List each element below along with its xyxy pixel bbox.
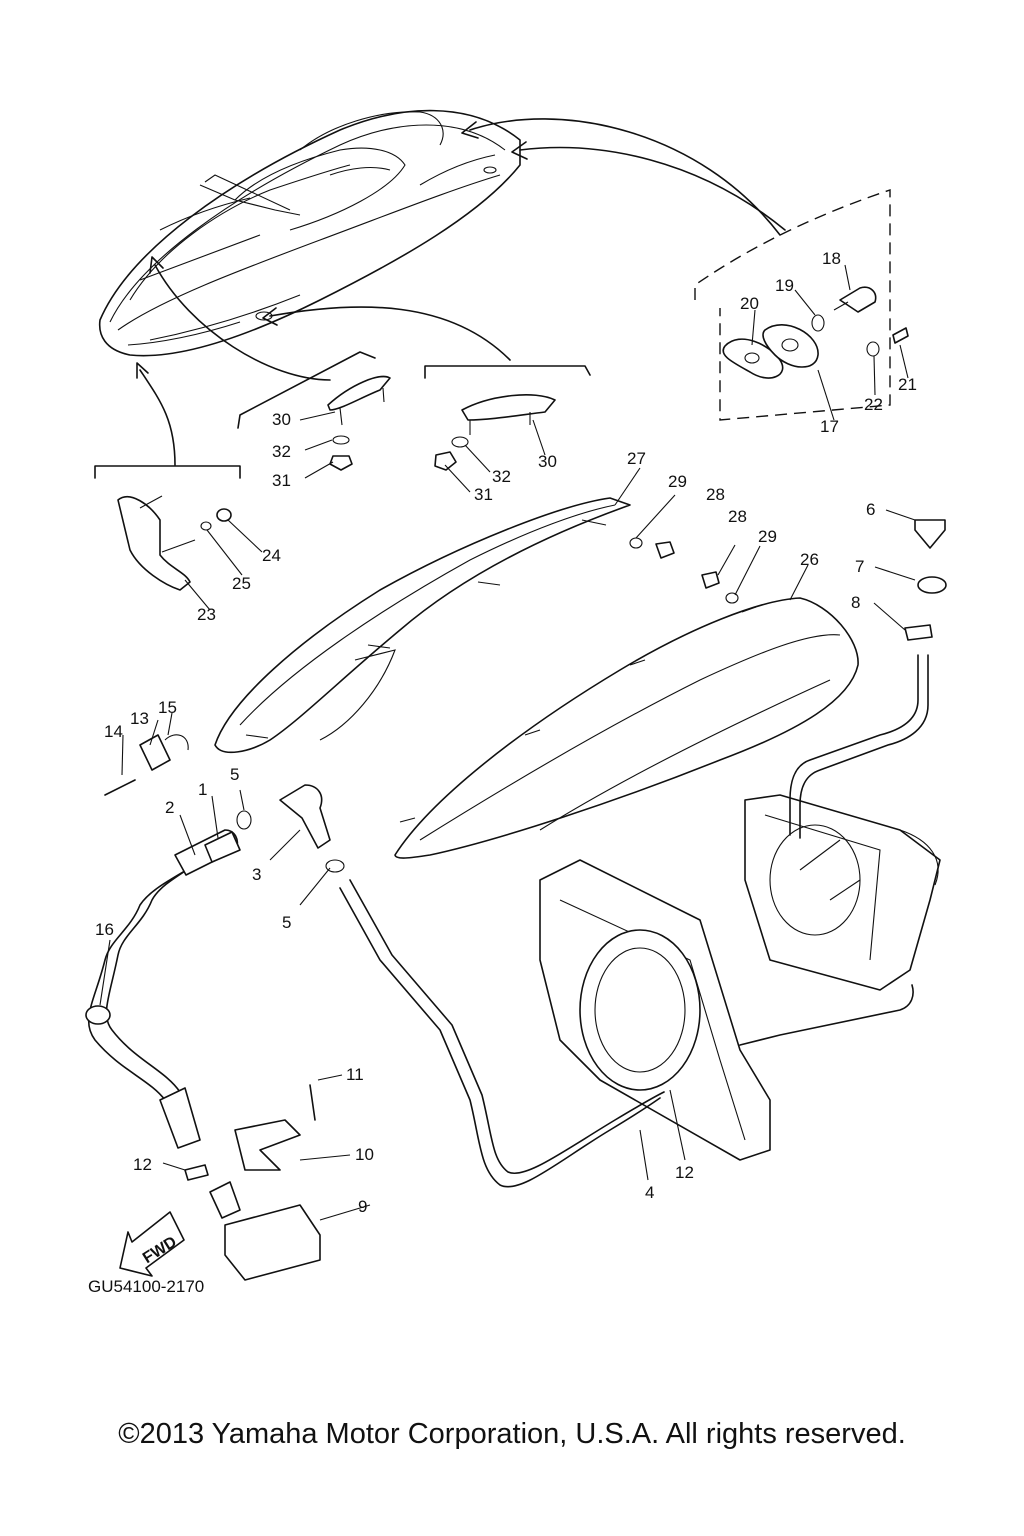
callout-31a: 31 — [272, 471, 291, 490]
callout-30a: 30 — [272, 410, 291, 429]
callout-13: 13 — [130, 709, 149, 728]
callout-4: 4 — [645, 1183, 654, 1202]
forward-direction-arrow: FWD — [119, 1211, 185, 1277]
callout-24: 24 — [262, 546, 281, 565]
callout-16: 16 — [95, 920, 114, 939]
small-parts — [85, 375, 947, 1281]
callout-15: 15 — [158, 698, 177, 717]
callout-11: 11 — [346, 1065, 364, 1084]
diagram-code: GU54100-2170 — [88, 1277, 204, 1296]
callout-9: 9 — [358, 1197, 367, 1216]
callout-12a: 12 — [133, 1155, 152, 1174]
hull-fairing-left — [214, 497, 631, 754]
callout-20: 20 — [740, 294, 759, 313]
callout-12b: 12 — [675, 1163, 694, 1182]
callout-21: 21 — [898, 375, 917, 394]
callout-6: 6 — [866, 500, 875, 519]
callout-5a: 5 — [230, 765, 239, 784]
exploded-parts-diagram: FWD 1 2 3 4 5 5 6 7 8 9 10 11 12 12 13 1… — [85, 109, 947, 1296]
callout-29a: 29 — [668, 472, 687, 491]
callout-7: 7 — [855, 557, 864, 576]
callout-1: 1 — [198, 780, 207, 799]
callout-23: 23 — [197, 605, 216, 624]
callout-labels: 1 2 3 4 5 5 6 7 8 9 10 11 12 12 13 14 15… — [95, 249, 917, 1216]
callout-18: 18 — [822, 249, 841, 268]
callout-28b: 28 — [728, 507, 747, 526]
callout-32a: 32 — [272, 442, 291, 461]
callout-22: 22 — [864, 395, 883, 414]
jet-pump-housing — [539, 794, 941, 1161]
callout-28a: 28 — [706, 485, 725, 504]
watercraft-illustration — [98, 109, 521, 357]
callout-27: 27 — [627, 449, 646, 468]
callout-30b: 30 — [538, 452, 557, 471]
group-brackets — [94, 351, 591, 479]
callout-26: 26 — [800, 550, 819, 569]
callout-14: 14 — [104, 722, 123, 741]
callout-2: 2 — [165, 798, 174, 817]
callout-25: 25 — [232, 574, 251, 593]
cooling-hoses — [87, 654, 929, 1188]
hull-fairing-right — [394, 597, 859, 859]
copyright-notice: ©2013 Yamaha Motor Corporation, U.S.A. A… — [118, 1418, 906, 1450]
callout-8: 8 — [851, 593, 860, 612]
callout-31b: 31 — [474, 485, 493, 504]
callout-29b: 29 — [758, 527, 777, 546]
callout-3: 3 — [252, 865, 261, 884]
callout-32b: 32 — [492, 467, 511, 486]
callout-arrows — [136, 118, 786, 466]
leader-lines — [99, 264, 916, 1221]
callout-10: 10 — [355, 1145, 374, 1164]
callout-5b: 5 — [282, 913, 291, 932]
callout-17: 17 — [820, 417, 839, 436]
inlet-fitting-group — [694, 189, 909, 421]
callout-19: 19 — [775, 276, 794, 295]
